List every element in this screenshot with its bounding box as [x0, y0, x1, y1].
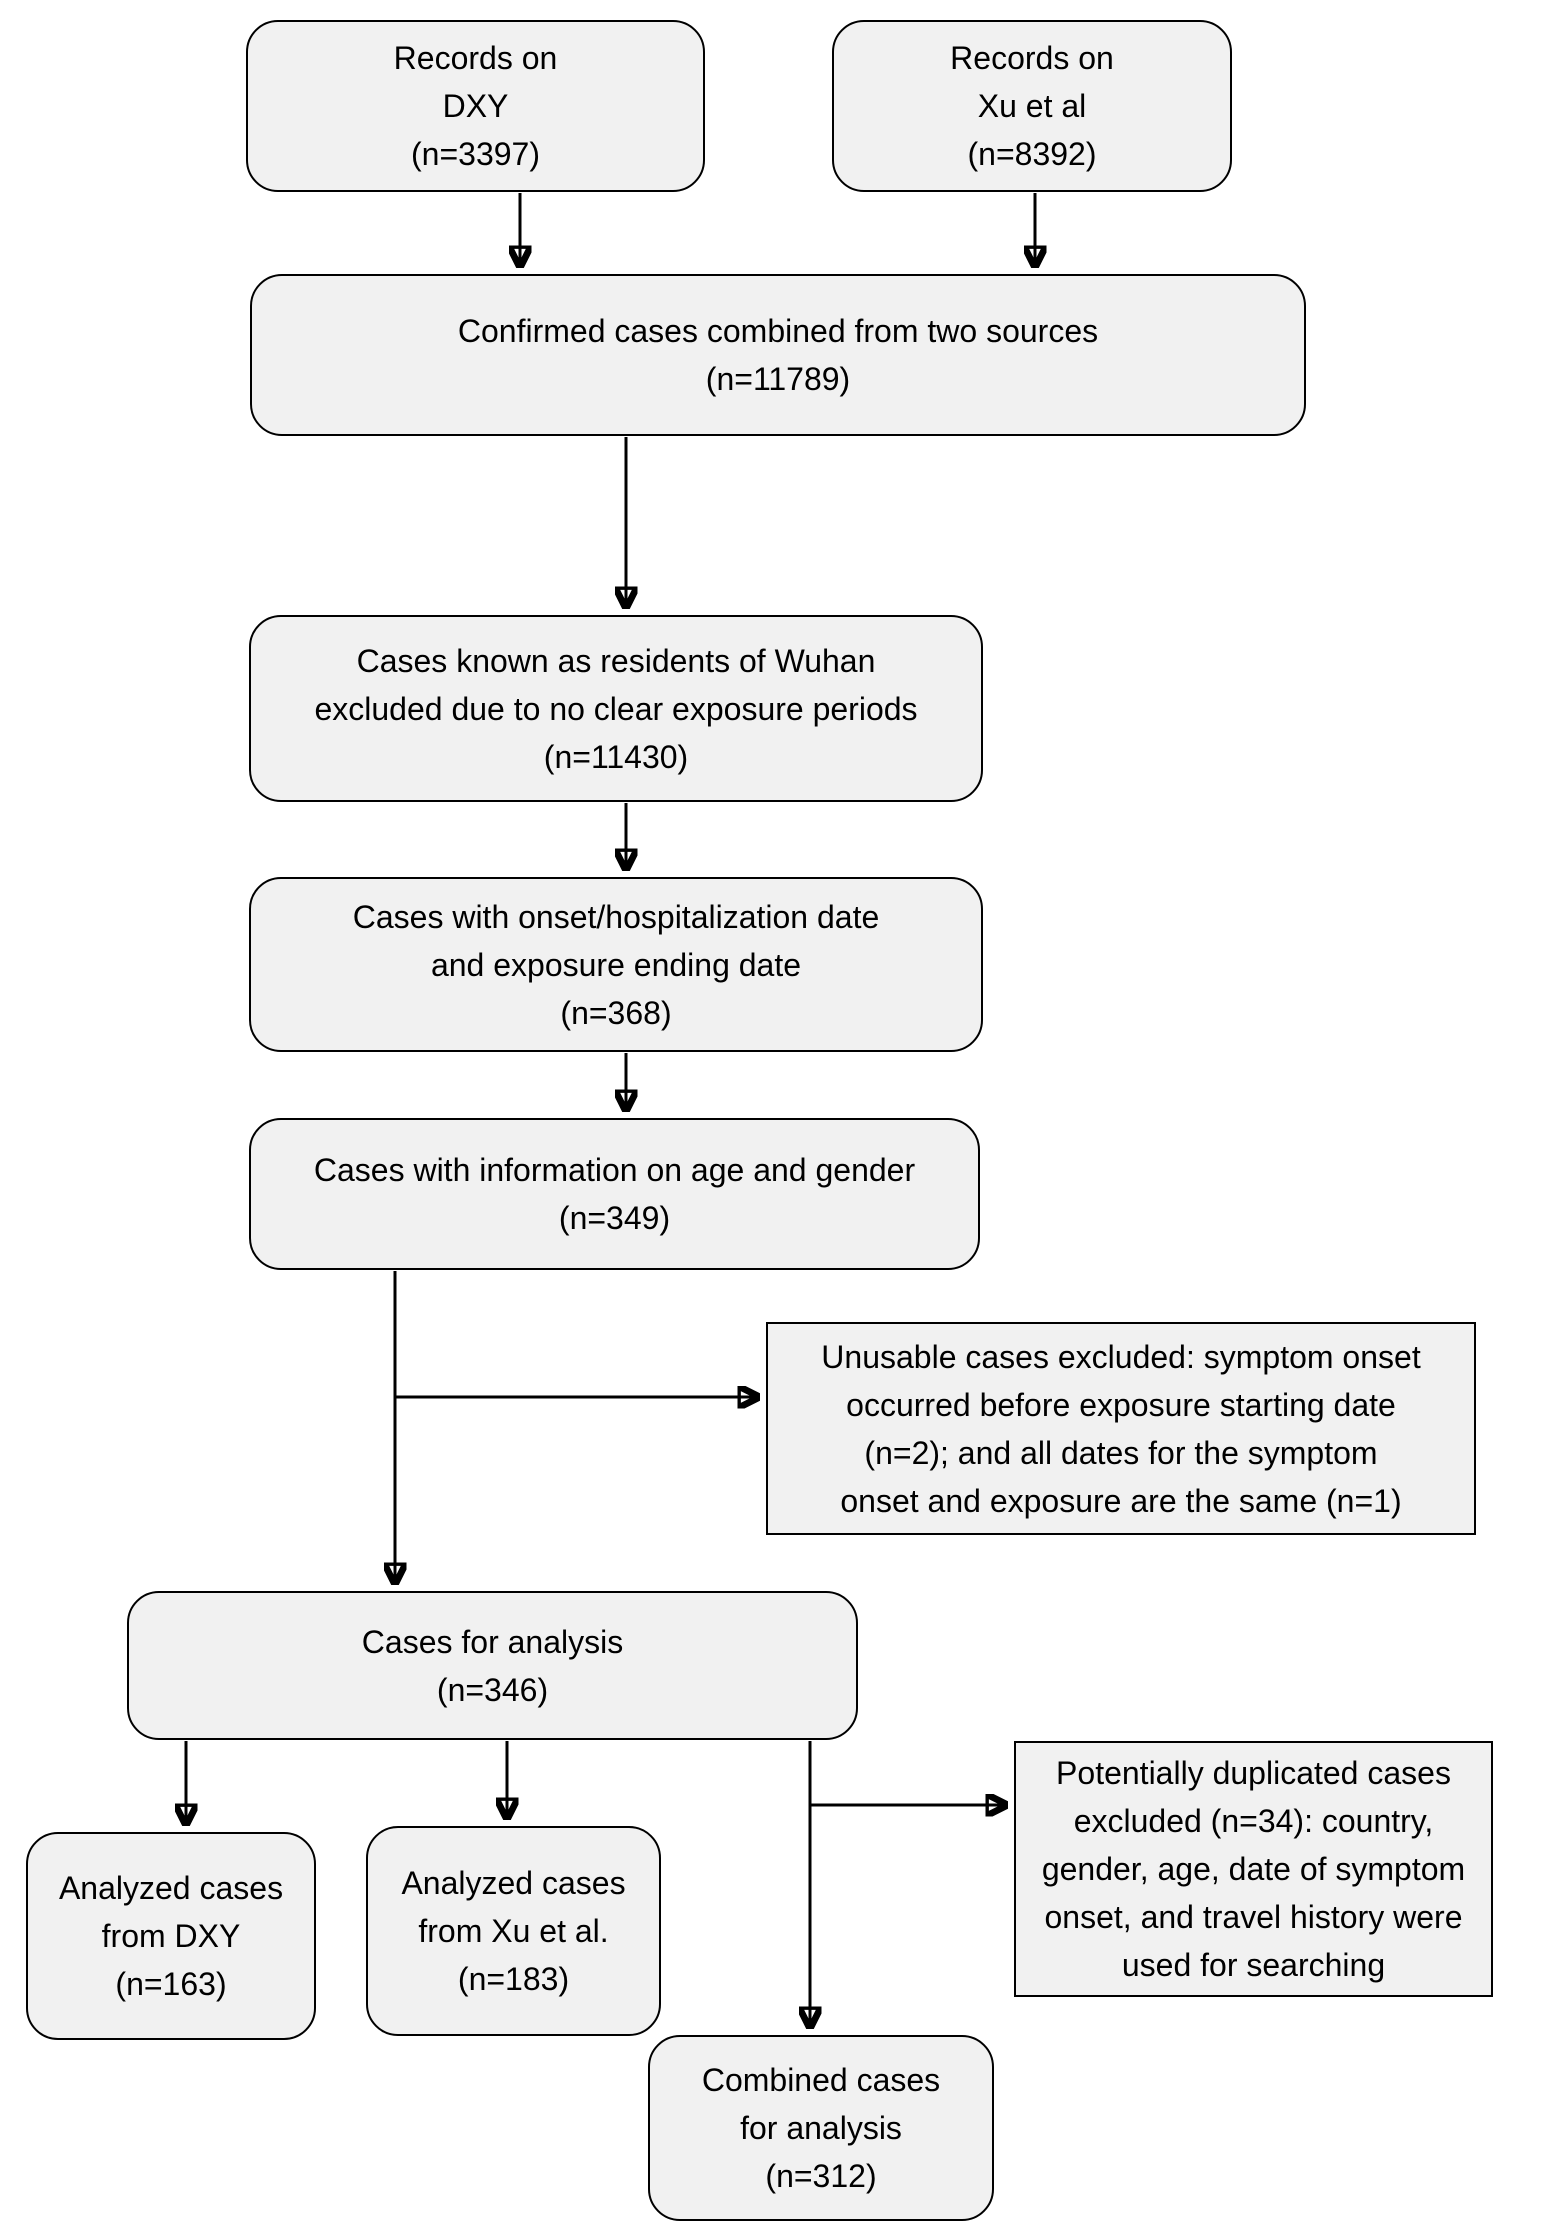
node-unusable-excluded-line: onset and exposure are the same (n=1) — [840, 1482, 1402, 1519]
node-cases-for-analysis: Cases for analysis (n=346) — [127, 1591, 858, 1740]
node-age-gender-line: Cases with information on age and gender — [313, 1152, 916, 1188]
node-combined-sources: Confirmed cases combined from two source… — [250, 274, 1306, 436]
node-unusable-excluded-line: Unusable cases excluded: symptom onset — [821, 1338, 1421, 1375]
node-wuhan-excluded-line: excluded due to no clear exposure period… — [314, 690, 918, 727]
node-combined-sources-line: (n=11789) — [705, 361, 851, 397]
node-wuhan-excluded-line: (n=11430) — [543, 738, 689, 775]
node-unusable-excluded-line: occurred before exposure starting date — [846, 1386, 1396, 1423]
node-duplicated-excluded-line: excluded (n=34): country, — [1073, 1803, 1434, 1839]
node-unusable-excluded-line: (n=2); and all dates for the symptom — [864, 1434, 1378, 1471]
node-cases-for-analysis-line: Cases for analysis — [361, 1623, 624, 1660]
node-analyzed-xu-line: Analyzed cases — [401, 1865, 626, 1901]
node-records-dxy-line: Records on — [393, 40, 558, 76]
node-onset-exposure-line: (n=368) — [560, 994, 672, 1031]
node-wuhan-excluded: Cases known as residents of Wuhan exclud… — [249, 615, 983, 802]
node-combined-analysis: Combined cases for analysis (n=312) — [648, 2035, 994, 2221]
node-analyzed-dxy: Analyzed cases from DXY (n=163) — [26, 1832, 316, 2040]
node-onset-exposure: Cases with onset/hospitalization date an… — [249, 877, 983, 1052]
node-unusable-excluded: Unusable cases excluded: symptom onset o… — [766, 1322, 1476, 1535]
node-combined-analysis-line: Combined cases — [701, 2062, 941, 2098]
node-duplicated-excluded: Potentially duplicated cases excluded (n… — [1014, 1741, 1493, 1997]
node-combined-sources-line: Confirmed cases combined from two source… — [457, 313, 1099, 349]
node-onset-exposure-line: and exposure ending date — [430, 946, 802, 983]
node-records-xu-line: (n=8392) — [967, 136, 1097, 172]
node-records-dxy-line: DXY — [442, 88, 509, 124]
node-records-xu: Records on Xu et al (n=8392) — [832, 20, 1232, 192]
node-records-xu-line: Records on — [950, 40, 1114, 76]
node-analyzed-dxy-line: from DXY — [101, 1918, 241, 1954]
node-onset-exposure-line: Cases with onset/hospitalization date — [352, 898, 880, 935]
node-duplicated-excluded-line: Potentially duplicated cases — [1056, 1755, 1451, 1791]
node-records-dxy: Records on DXY (n=3397) — [246, 20, 705, 192]
node-wuhan-excluded-line: Cases known as residents of Wuhan — [356, 642, 876, 679]
node-age-gender: Cases with information on age and gender… — [249, 1118, 980, 1270]
node-analyzed-xu: Analyzed cases from Xu et al. (n=183) — [366, 1826, 661, 2036]
node-records-xu-line: Xu et al — [977, 88, 1087, 124]
node-combined-analysis-line: (n=312) — [765, 2158, 877, 2194]
node-cases-for-analysis-line: (n=346) — [436, 1671, 549, 1708]
node-combined-analysis-line: for analysis — [740, 2110, 902, 2146]
node-analyzed-xu-line: (n=183) — [457, 1961, 570, 1997]
node-duplicated-excluded-line: onset, and travel history were — [1044, 1899, 1463, 1935]
node-age-gender-line: (n=349) — [558, 1200, 671, 1236]
node-analyzed-dxy-line: Analyzed cases — [58, 1870, 284, 1906]
node-analyzed-xu-line: from Xu et al. — [418, 1913, 609, 1949]
node-analyzed-dxy-line: (n=163) — [115, 1966, 227, 2002]
node-duplicated-excluded-line: used for searching — [1121, 1947, 1386, 1983]
node-records-dxy-line: (n=3397) — [411, 136, 540, 172]
node-duplicated-excluded-line: gender, age, date of symptom — [1041, 1851, 1466, 1887]
